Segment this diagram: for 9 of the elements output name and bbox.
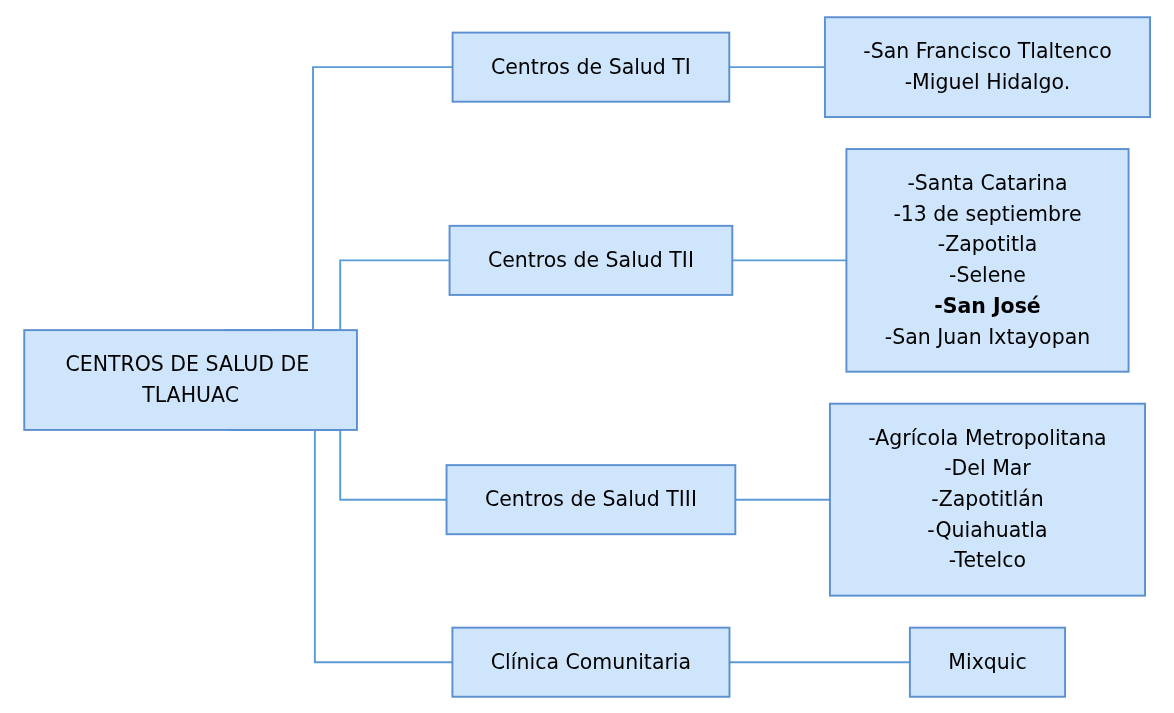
node-box: -Santa Catarina -13 de septiembre -Zapotitla -Selene -San José -San Juan Ixtayopan (845, 147, 1130, 373)
node-box: Centros de Salud TIII (445, 463, 737, 535)
node-box: -San Francisco Tlaltenco -Miguel Hidalgo. (823, 15, 1151, 118)
node-box: -Agrícola Metropolitana -Del Mar -Zapotitlán -Quiahuatla -Tetelco (828, 402, 1146, 597)
node-box: Centros de Salud TII (448, 224, 734, 296)
node-box: Clínica Comunitaria (451, 626, 731, 698)
node-box: Mixquic (908, 626, 1066, 698)
node-box: CENTROS DE SALUD DE TLAHUAC (23, 328, 358, 431)
node-box: Centros de Salud TI (451, 31, 731, 103)
